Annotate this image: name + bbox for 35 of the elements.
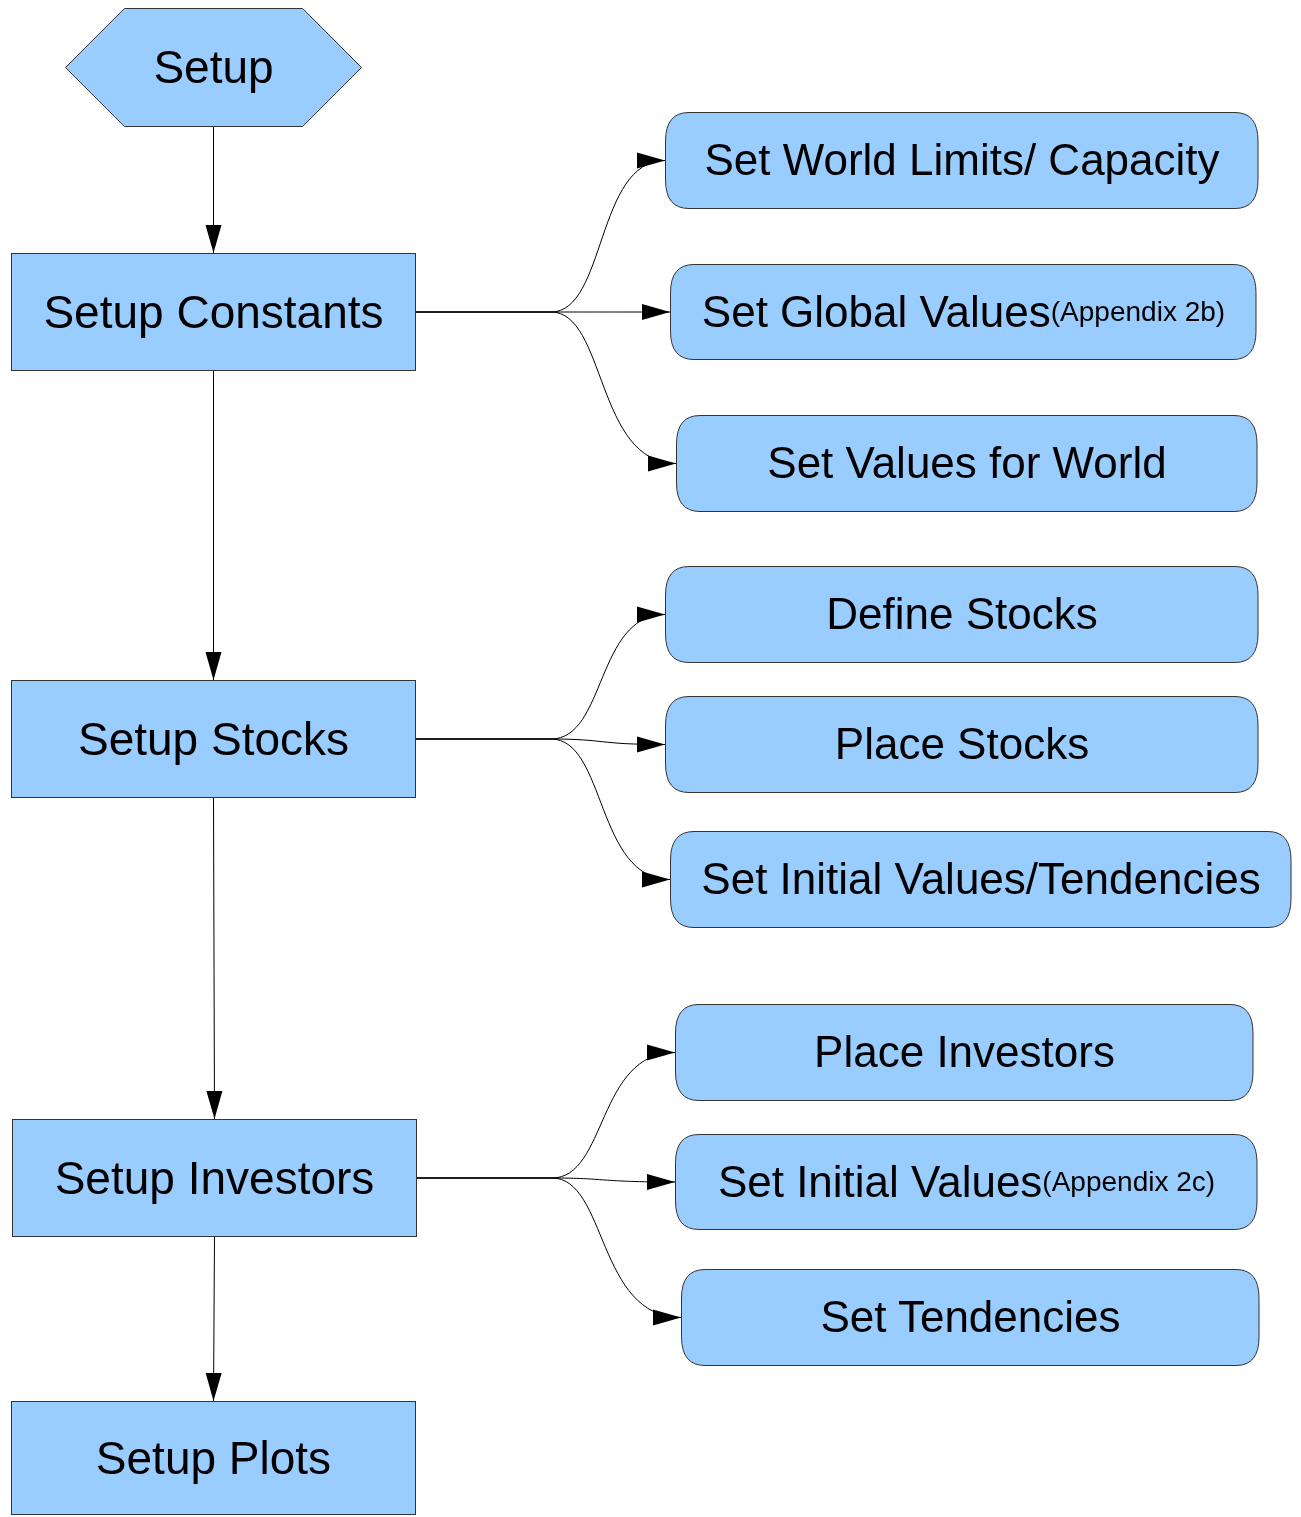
step-label: Place Investors bbox=[814, 1028, 1115, 1077]
arrow bbox=[205, 1236, 222, 1402]
step-label: Set Global Values bbox=[701, 287, 1051, 337]
reference-note: (Appendix 2b) bbox=[1050, 296, 1226, 328]
arrow bbox=[205, 126, 222, 254]
process-box bbox=[11, 1401, 416, 1515]
step-box bbox=[670, 831, 1292, 928]
start-hexagon bbox=[65, 8, 362, 127]
step-label: Set Tendencies bbox=[820, 1293, 1121, 1342]
step-label: Setup bbox=[153, 42, 274, 93]
step-box bbox=[676, 415, 1258, 512]
step-label: Setup Investors bbox=[54, 1152, 375, 1204]
step-box bbox=[681, 1269, 1260, 1366]
arrow bbox=[206, 797, 223, 1120]
process-box bbox=[12, 1119, 417, 1237]
step-box bbox=[665, 696, 1259, 793]
step-label: Set Values for World bbox=[767, 439, 1167, 488]
step-label: Set Initial Values bbox=[717, 1157, 1043, 1207]
reference-note: (Appendix 2c) bbox=[1042, 1166, 1216, 1198]
arrow bbox=[205, 370, 222, 681]
step-label: Set World Limits/ Capacity bbox=[704, 136, 1220, 185]
step-box bbox=[675, 1134, 1258, 1230]
step-label: Place Stocks bbox=[834, 720, 1090, 769]
arrow bbox=[416, 1177, 682, 1322]
step-box bbox=[675, 1004, 1254, 1101]
process-box bbox=[11, 680, 416, 798]
step-label: Setup Plots bbox=[95, 1432, 332, 1484]
step-label: Set Initial Values/Tendencies bbox=[701, 855, 1261, 904]
step-label: Setup Stocks bbox=[77, 713, 349, 765]
step-box bbox=[665, 566, 1259, 663]
step-box bbox=[670, 264, 1257, 360]
step-label: Setup Constants bbox=[43, 286, 384, 338]
step-box bbox=[665, 112, 1259, 209]
step-label: Define Stocks bbox=[826, 590, 1098, 639]
process-box bbox=[11, 253, 416, 371]
